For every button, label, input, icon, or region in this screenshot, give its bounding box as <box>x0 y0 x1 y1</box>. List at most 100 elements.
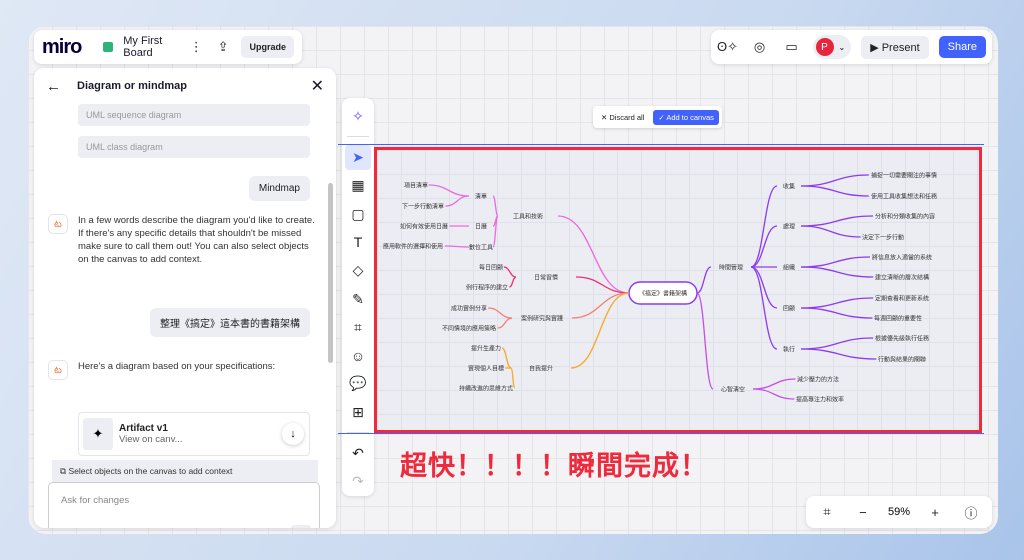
chat-icon[interactable]: ◎ <box>753 39 766 54</box>
mindmap-connector <box>510 367 516 389</box>
mindmap-node[interactable]: 分析和分類收集的內容 <box>875 213 935 221</box>
mindmap-node[interactable]: 決定下一步行動 <box>862 234 904 242</box>
mindmap-connector <box>800 215 874 227</box>
zoom-level[interactable]: 59% <box>887 506 910 518</box>
mindmap-frame[interactable]: 《搞定》書籍架構 工具和技術 清單 項目清單下一步行動清單日曆 如何有效使用日曆數位工具… <box>374 147 982 433</box>
export-icon[interactable]: ⇪ <box>217 39 229 54</box>
zoom-in-icon[interactable]: + <box>931 504 939 520</box>
mindmap-node[interactable]: 建立清晰的層次結構 <box>875 274 929 282</box>
mindmap-node[interactable]: 自我提升 <box>529 365 553 373</box>
mindmap-node[interactable]: 日曆 <box>475 224 487 231</box>
mindmap-node[interactable]: 處理 <box>783 223 795 231</box>
mindmap-node[interactable]: 根據優先級執行任務 <box>875 335 929 343</box>
zoom-out-icon[interactable]: − <box>859 504 867 520</box>
share-button[interactable]: Share <box>938 36 986 58</box>
ai-assistant-icon: ట <box>48 360 68 380</box>
mindmap-node[interactable]: 下一步行動清單 <box>402 203 444 211</box>
mindmap-node[interactable]: 提高專注力和效率 <box>796 396 844 404</box>
mindmap-connector <box>800 307 873 319</box>
mindmap-node[interactable]: 日常習慣 <box>534 274 558 282</box>
mindmap-connector <box>571 292 630 319</box>
mindmap-node[interactable]: 實現個人目標 <box>468 365 504 373</box>
mindmap-node[interactable]: 工具和技術 <box>513 213 543 221</box>
artifact-title: Artifact v1 <box>119 423 168 434</box>
mindmap-node[interactable]: 《搞定》書籍架構 <box>639 290 687 298</box>
back-icon[interactable]: ← <box>46 77 61 95</box>
mindmap-node[interactable]: 減少壓力的方法 <box>797 376 839 384</box>
mindmap-node[interactable]: 清單 <box>475 193 487 201</box>
more-tools-icon[interactable]: ⊞ <box>352 403 364 420</box>
pen-icon[interactable]: ✎ <box>352 290 364 307</box>
text-icon[interactable]: T <box>353 234 363 251</box>
close-icon[interactable]: ✕ <box>310 78 324 95</box>
artifact-link[interactable]: View on canv... <box>119 434 183 445</box>
mindmap-node[interactable]: 定期查看和更新系統 <box>875 295 929 303</box>
mindmap-node[interactable]: 時間管理 <box>719 264 743 272</box>
video-icon[interactable]: ▭ <box>785 39 798 54</box>
mindmap-node[interactable]: 執行 <box>783 346 795 354</box>
mindmap-connector <box>497 317 513 329</box>
fit-screen-icon[interactable]: ⌗ <box>823 504 831 519</box>
context-hint[interactable]: ⧉ Select objects on the canvas to add co… <box>52 460 318 482</box>
mindmap-node[interactable]: 應用軟件的選擇和使用 <box>383 243 443 251</box>
select-cursor-icon[interactable]: ➤ <box>345 144 371 171</box>
templates-icon[interactable]: ▦ <box>351 177 365 194</box>
mindmap-node[interactable]: 回顧 <box>783 305 795 313</box>
panel-scrollbar[interactable] <box>328 183 333 363</box>
check-icon: ✓ <box>658 112 667 122</box>
stickers-icon[interactable]: ☺ <box>350 347 366 364</box>
mindmap-node[interactable]: 心智清空 <box>721 386 745 394</box>
add-to-canvas-button[interactable]: ✓ Add to canvas <box>653 109 719 125</box>
user-menu[interactable]: P⌄ <box>812 35 852 59</box>
mindmap-node[interactable]: 將信息放入適當的系統 <box>872 254 932 262</box>
mindmap-node[interactable]: 組織 <box>783 264 795 272</box>
option-uml-class[interactable]: UML class diagram <box>78 136 310 158</box>
mindmap-node[interactable]: 案例研究與實踐 <box>521 315 563 323</box>
option-uml-sequence[interactable]: UML sequence diagram <box>78 104 310 126</box>
ai-sparkle-icon[interactable]: ✧ <box>352 107 364 124</box>
miro-logo[interactable]: miro <box>42 35 82 58</box>
mindmap-node[interactable]: 每週回顧的重要性 <box>874 315 922 323</box>
avatar: P <box>815 38 834 56</box>
mindmap-connector <box>445 195 470 207</box>
mindmap-node[interactable]: 捕捉一切需要關注的事情 <box>871 172 937 180</box>
mindmap-node[interactable]: 提升生產力 <box>471 345 501 353</box>
ai-assistant-icon: ట <box>48 214 68 234</box>
mindmap-connector <box>492 195 499 217</box>
mindmap-node[interactable]: 持續改進的思維方式 <box>459 385 513 393</box>
upgrade-button[interactable]: Upgrade <box>241 36 294 58</box>
scroll-down-button[interactable]: ↓ <box>282 423 304 445</box>
discard-all-button[interactable]: ✕ Discard all <box>596 110 649 125</box>
undo-icon[interactable]: ↶ <box>352 445 364 462</box>
mindmap-node[interactable]: 使用工具收集想法和任務 <box>871 193 937 201</box>
help-icon[interactable]: ⓘ <box>964 505 978 521</box>
mindmap-node[interactable]: 每日回顧 <box>479 264 503 272</box>
mindmap-node[interactable]: 數位工具 <box>469 244 493 252</box>
mindmap-node[interactable]: 項目清單 <box>404 182 428 190</box>
board-title[interactable]: My First Board <box>123 35 163 59</box>
mindmap-node[interactable]: 例行程序的建立 <box>466 284 508 292</box>
more-icon[interactable]: ⋮ <box>189 39 203 54</box>
miro-window: miro My First Board ⋮ ⇪ Upgrade ʘ✧ ◎ ▭ P… <box>28 26 998 534</box>
panel-title: Diagram or mindmap <box>77 80 188 92</box>
send-button[interactable]: ↑ <box>291 525 311 528</box>
mindmap-node[interactable]: 收集 <box>783 183 795 191</box>
mindmap-node[interactable]: 行動與結果的關聯 <box>878 356 926 364</box>
shapes-icon[interactable]: ◇ <box>352 262 364 279</box>
context-hint-text: Select objects on the canvas to add cont… <box>68 466 233 476</box>
frame-icon[interactable]: ⌗ <box>354 318 362 335</box>
redo-icon[interactable]: ↷ <box>352 473 364 490</box>
mindmap-node[interactable]: 不同情境的應用策略 <box>442 325 496 333</box>
sticky-note-icon[interactable]: ▢ <box>351 205 365 222</box>
reactions-icon[interactable]: ʘ✧ <box>716 39 738 54</box>
mindmap-node[interactable]: 成功實例分享 <box>451 305 487 313</box>
input-placeholder: Ask for changes <box>61 495 130 506</box>
close-icon: ✕ <box>601 112 610 122</box>
comment-icon[interactable]: 💬 <box>349 375 367 392</box>
mindmap-connector <box>750 266 778 309</box>
ask-for-changes-input[interactable]: Ask for changes ↑ <box>48 482 320 528</box>
present-button[interactable]: ▶ Present <box>861 35 929 59</box>
mindmap-node[interactable]: 如何有效使用日曆 <box>400 223 448 231</box>
